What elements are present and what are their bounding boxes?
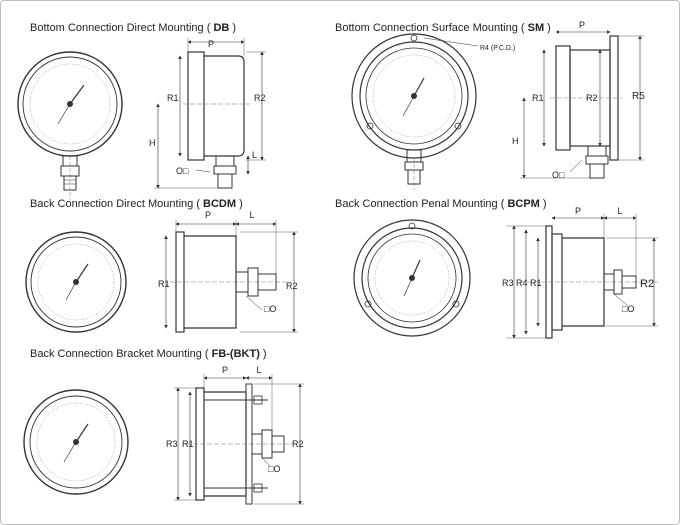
- sm-label-r2: R2: [586, 93, 598, 103]
- sm-gauge-side: [520, 30, 644, 179]
- sm-label-hex: O□: [552, 170, 565, 180]
- sm-label-h: H: [512, 136, 519, 146]
- bcpm-label-r1: R1: [530, 278, 542, 288]
- sm-gauge-front: [351, 33, 479, 190]
- fb-label-l: L: [256, 365, 261, 375]
- bcpm-label-r3: R3: [502, 278, 514, 288]
- db-label-l: L: [252, 150, 257, 160]
- fb-label-r3: R3: [166, 439, 178, 449]
- bcdm-label-l: L: [249, 210, 254, 220]
- title-bcpm: Back Connection Penal Mounting ( BCPM ): [335, 198, 547, 210]
- bcpm-label-r4: R4: [516, 278, 528, 288]
- sm-label-r5: R5: [632, 91, 645, 102]
- bcdm-label-r2: R2: [286, 281, 298, 291]
- fb-gauge-front: [23, 389, 129, 495]
- fb-label-r1: R1: [182, 439, 194, 449]
- bcdm-gauge-front: [25, 231, 127, 333]
- bcpm-label-hex: □O: [622, 304, 634, 314]
- db-label-h: H: [149, 138, 156, 148]
- bcpm-gauge-front: [353, 219, 471, 337]
- bcdm-gauge-side: [164, 220, 298, 333]
- db-label-hex: O□: [176, 166, 189, 176]
- title-bcdm: Back Connection Direct Mounting ( BCDM ): [30, 198, 243, 210]
- bcdm-label-hex: □O: [264, 304, 276, 314]
- bcpm-gauge-side: [506, 214, 660, 339]
- fb-label-hex: □O: [268, 464, 280, 474]
- bcpm-label-r2: R2: [640, 278, 654, 290]
- db-label-r1: R1: [167, 93, 179, 103]
- sm-label-r1: R1: [532, 93, 544, 103]
- sm-label-p: P: [579, 20, 585, 30]
- db-label-r2: R2: [254, 93, 266, 103]
- title-fb: Back Connection Bracket Mounting ( FB-(B…: [30, 348, 267, 360]
- fb-label-r2: R2: [292, 439, 304, 449]
- sm-label-r4-pcd: R4 (P.C.D.): [480, 45, 515, 52]
- title-sm: Bottom Connection Surface Mounting ( SM …: [335, 22, 551, 34]
- bcpm-label-l: L: [617, 206, 622, 216]
- bcdm-label-p: P: [205, 210, 211, 220]
- title-db: Bottom Connection Direct Mounting ( DB ): [30, 22, 237, 34]
- fb-gauge-side: [174, 374, 304, 505]
- bcdm-label-r1: R1: [158, 279, 170, 289]
- bcpm-label-p: P: [575, 206, 581, 216]
- db-gauge-front: [17, 51, 123, 200]
- fb-label-p: P: [222, 365, 228, 375]
- db-label-p: P: [208, 39, 214, 49]
- db-gauge-side: [154, 38, 266, 189]
